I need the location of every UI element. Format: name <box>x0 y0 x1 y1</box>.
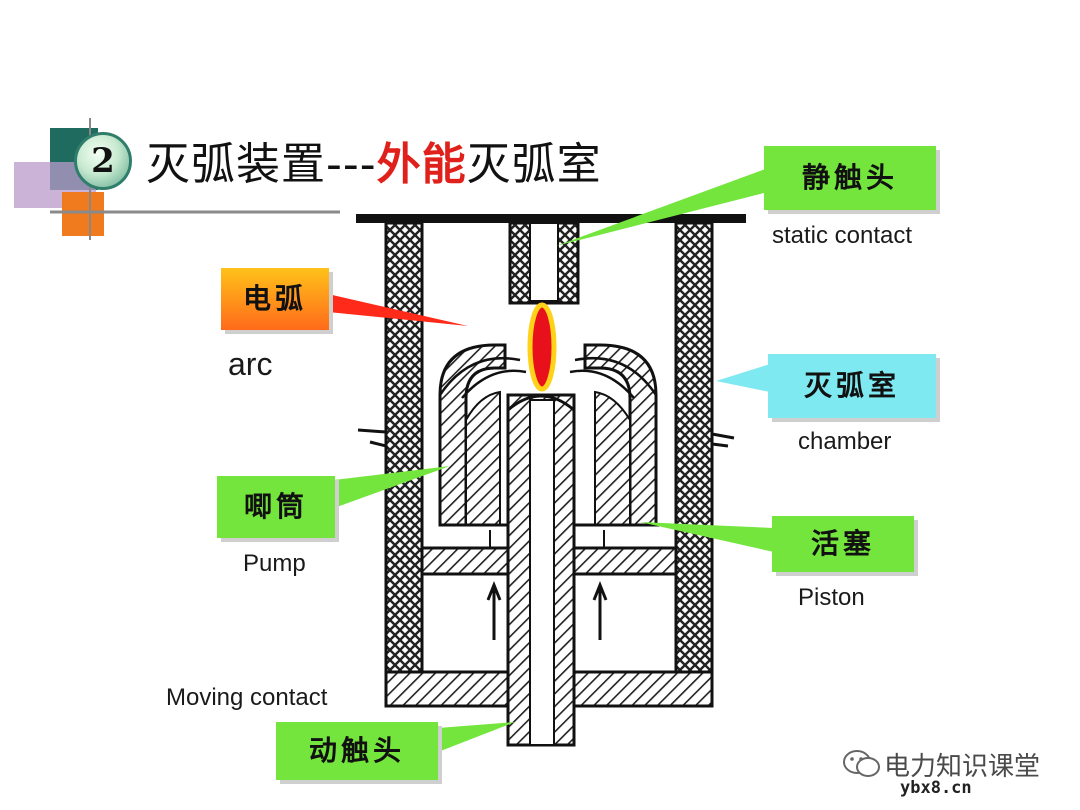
left-pump-wall <box>438 343 507 527</box>
pointer-static-contact <box>556 168 768 246</box>
label-static-contact: 静触头 <box>764 146 936 210</box>
label-piston-en: Piston <box>798 584 865 611</box>
top-plate <box>356 214 746 223</box>
pointer-moving-contact <box>438 722 515 752</box>
title-suffix: 灭弧室 <box>466 139 602 190</box>
pointer-pump <box>334 466 450 508</box>
left-outer-wall <box>384 221 424 705</box>
label-moving-contact: 动触头 <box>276 722 438 780</box>
page-title: 灭弧装置---外能灭弧室 <box>146 128 602 192</box>
title-accent: 外能 <box>376 139 467 190</box>
pointer-piston <box>640 522 774 552</box>
label-pump: 唧筒 <box>217 476 335 538</box>
label-moving-contact-en: Moving contact <box>166 684 328 711</box>
label-chamber-en: chamber <box>798 428 892 455</box>
label-arc-en: arc <box>228 346 273 382</box>
watermark-site: ybx8.cn <box>900 778 972 798</box>
pointer-arc <box>328 294 468 326</box>
pointer-chamber <box>716 364 770 392</box>
section-number-badge: 2 <box>74 132 132 190</box>
right-outer-wall <box>674 221 714 705</box>
label-pump-en: Pump <box>243 550 306 577</box>
title-prefix: 灭弧装置--- <box>146 139 377 190</box>
arc-flame <box>527 302 557 392</box>
right-pump-wall <box>583 343 658 527</box>
label-piston: 活塞 <box>772 516 914 572</box>
label-static-contact-en: static contact <box>772 222 913 249</box>
watermark-name: 电力知识课堂 <box>884 752 1041 782</box>
label-chamber: 灭弧室 <box>768 354 936 418</box>
label-arc: 电弧 <box>221 268 329 330</box>
wechat-icon <box>843 750 880 777</box>
